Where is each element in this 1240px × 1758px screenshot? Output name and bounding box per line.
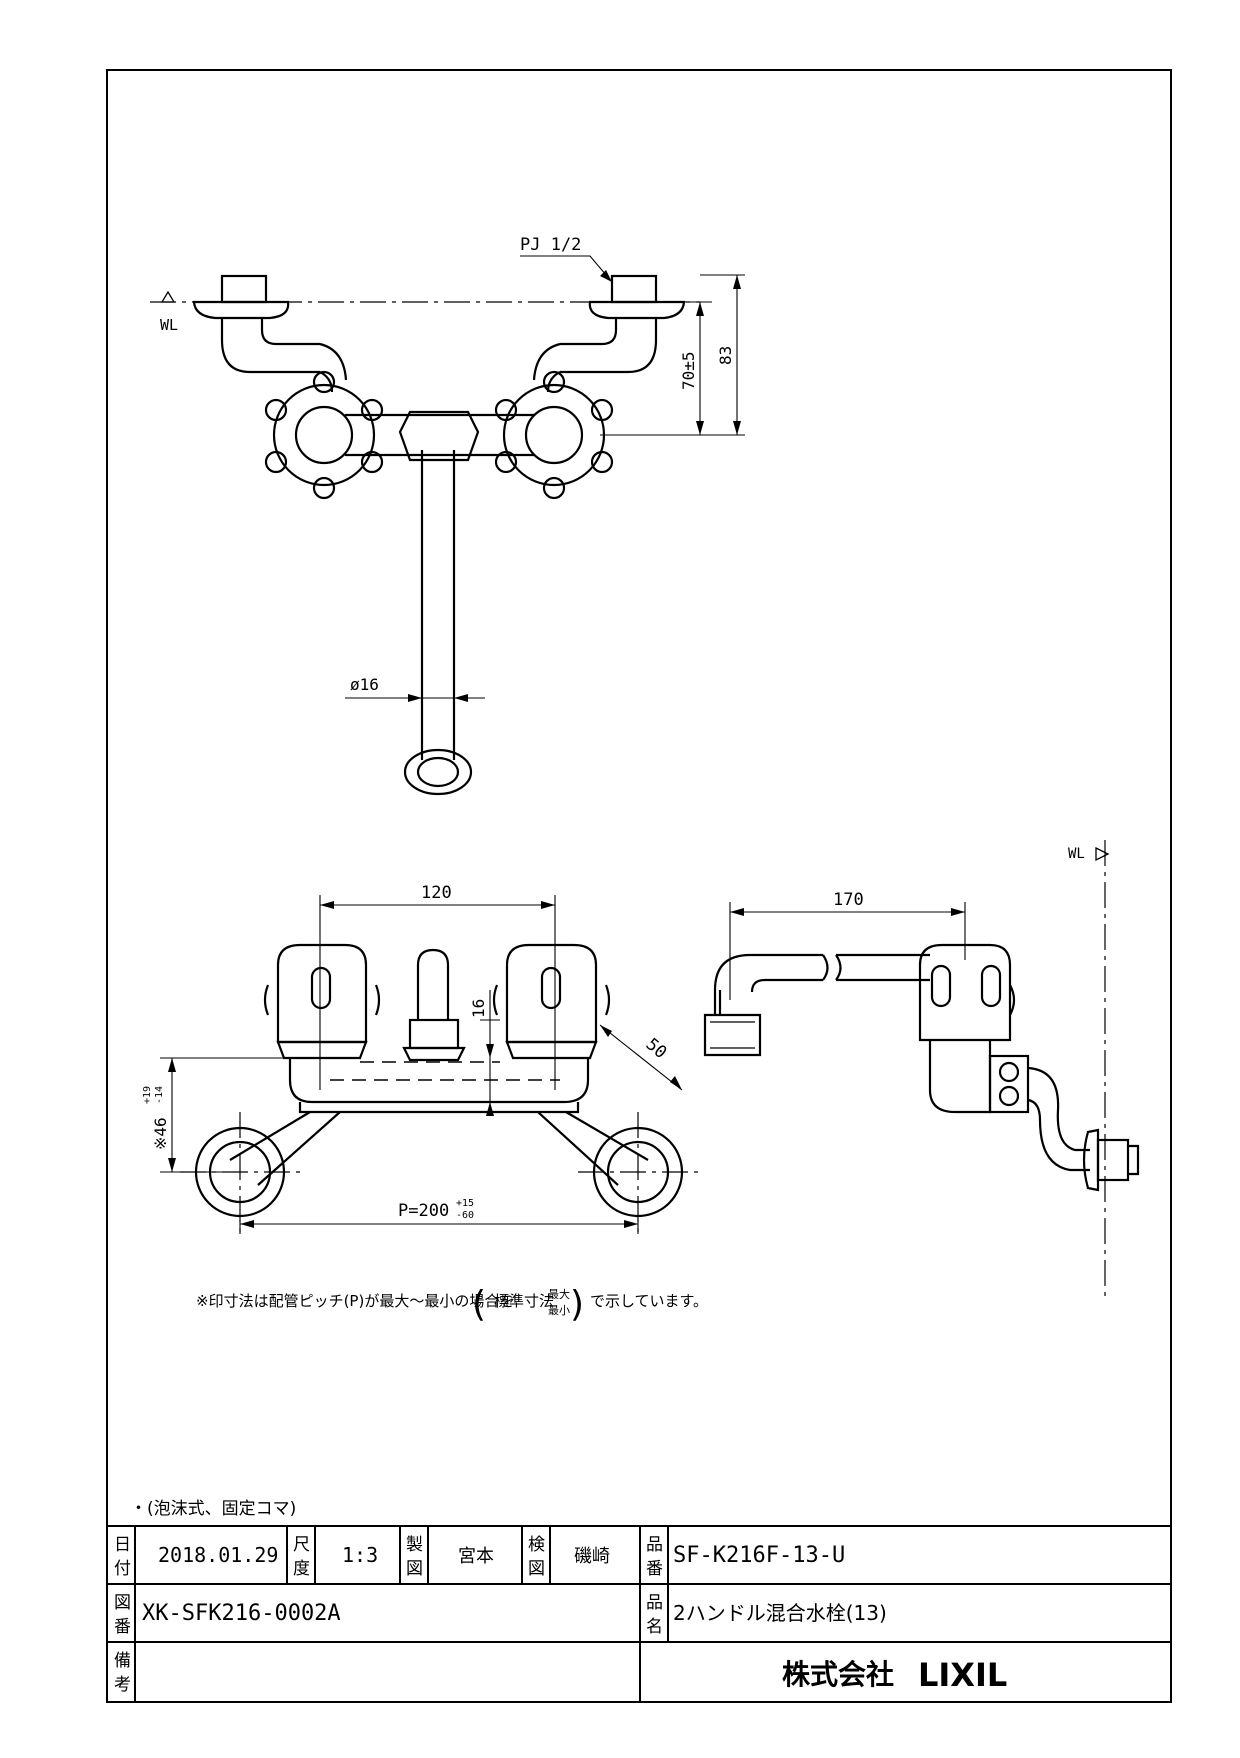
side-aerator [703,1013,762,1057]
drawing-no-label-2: 番 [114,1617,131,1637]
product-no-label-2: 番 [646,1559,663,1579]
top-left-handle [264,370,384,500]
scale-label-2: 度 [293,1559,310,1579]
dim-16: 16 [469,999,488,1018]
side-body [928,1040,992,1114]
product-name-label-1: 品 [646,1593,663,1613]
side-spout [713,953,823,1015]
drawing-no: XK-SFK216-0002A [142,1601,341,1626]
side-s-pipe [1027,1066,1090,1172]
pj-label: PJ 1/2 [520,235,581,255]
dim-phi16: ø16 [350,675,379,694]
top-view: WL [150,235,745,796]
top-spout [420,450,456,760]
dim-46-sup: +19 [142,1086,153,1104]
date-label-2: 付 [114,1559,131,1579]
brand-logo: LIXIL [918,1656,1007,1694]
front-right-handle [505,943,598,1044]
product-no-label-1: 品 [646,1535,663,1555]
top-right-handle [494,370,614,500]
dim-p-sup: +15 [456,1198,474,1209]
note-line: ※印寸法は配管ピッチ(P)が最大～最小の場合を ( 標準寸法 最大 最小 ) で… [196,1284,708,1325]
note-after: で示しています。 [590,1292,708,1310]
note-min: 最小 [548,1304,570,1317]
product-name: 2ハンドル混合水栓(13) [673,1601,887,1625]
spec-note: ・(泡沫式、固定コマ) [130,1499,296,1519]
left-inlet-nut [220,274,268,304]
checked-label-2: 図 [528,1559,545,1579]
wl-marker-top [160,290,176,303]
checked-label-1: 検 [528,1535,545,1555]
date-value: 2018.01.29 [158,1543,278,1567]
svg-text:(: ( [472,1284,486,1325]
front-body [288,1058,590,1104]
company-name: 株式会社 [782,1658,894,1691]
left-wall-flange [192,300,290,320]
drawn-label-1: 製 [406,1535,423,1555]
product-no: SF-K216F-13-U [673,1543,845,1568]
drawn-by: 宮本 [458,1546,494,1567]
scale-value: 1:3 [342,1543,378,1567]
front-spout [416,948,450,1020]
sheet-border [106,69,1172,1703]
title-block: 日 付 2018.01.29 尺 度 1:3 製 図 宮本 検 図 磯崎 品 番… [106,1525,1172,1703]
dim-170: 170 [833,890,864,910]
dim-46: ※46 [151,1117,170,1150]
dim-83: 83 [716,346,735,365]
top-spout-nut [398,410,480,462]
drawing-no-label-1: 図 [114,1593,131,1613]
date-label-1: 日 [114,1535,131,1555]
scale-label-1: 尺 [293,1535,310,1555]
side-view: WL 170 [703,840,1140,1300]
dim-120: 120 [421,883,452,903]
wl-label-top: WL [160,316,178,334]
note-before: ※印寸法は配管ピッチ(P)が最大～最小の場合を [196,1292,514,1310]
wl-marker-side [1095,846,1110,862]
dim-p: P=200 [398,1201,449,1221]
note-max: 最大 [548,1287,570,1301]
wl-label-side: WL [1068,846,1085,862]
right-wall-flange [588,300,686,320]
dim-70: 70±5 [679,351,698,390]
front-left-handle [276,943,368,1044]
checked-by: 磯崎 [574,1546,610,1567]
remarks-label-1: 備 [114,1651,131,1671]
remarks-label-2: 考 [114,1675,131,1695]
side-flange [1082,1128,1100,1192]
drawn-label-2: 図 [406,1559,423,1579]
note-standard: 標準寸法 [494,1292,554,1310]
front-view: 120 16 [142,883,698,1234]
top-body-bar [345,413,535,457]
product-name-label-2: 名 [646,1617,663,1637]
dim-p-sub: -60 [456,1210,474,1221]
dim-50: 50 [642,1035,671,1063]
dim-46-sub: -14 [154,1086,165,1104]
side-handle [918,943,1012,1042]
right-inlet-nut [610,274,658,304]
svg-text:): ) [570,1284,584,1325]
